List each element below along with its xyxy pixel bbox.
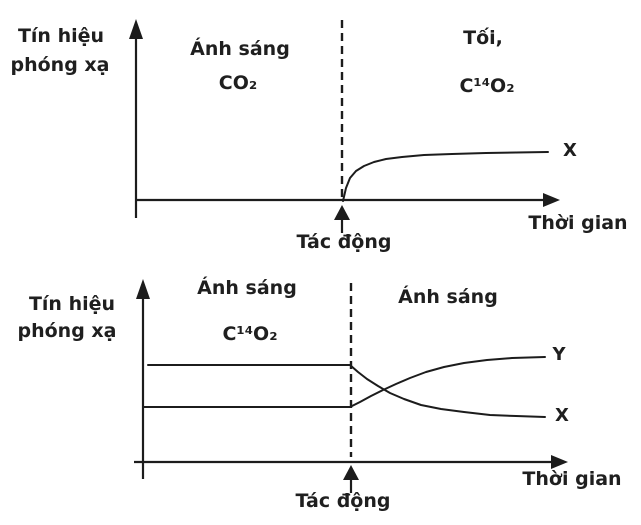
bottom-y-axis-label-line2: phóng xạ (17, 320, 117, 342)
bottom-region-light1-label: Ánh sáng (197, 277, 297, 299)
top-x-axis-arrowhead-icon (543, 193, 560, 207)
top-region-co2-label: CO₂ (218, 72, 258, 94)
bottom-region-c14o2-label: C¹⁴O₂ (222, 323, 278, 345)
top-y-axis-label-line1: Tín hiệu (17, 25, 105, 47)
top-series-x-curve (342, 151, 549, 202)
top-region-dark-label: Tối, (463, 27, 503, 49)
top-series-x-label: X (563, 140, 577, 161)
bottom-y-axis-label-line1: Tín hiệu (28, 293, 116, 315)
top-event-up-arrow-icon (334, 205, 350, 220)
bottom-series-x-curve (147, 364, 546, 418)
bottom-series-x-label: X (555, 405, 569, 426)
bottom-event-up-arrow-icon (343, 465, 359, 480)
bottom-x-axis-arrowhead-icon (551, 455, 568, 469)
bottom-y-axis-arrowhead-icon (136, 279, 150, 299)
bottom-series-y-curve (142, 356, 546, 408)
top-region-c14o2-label: C¹⁴O₂ (459, 75, 515, 97)
bottom-x-axis-label: Thời gian (522, 468, 622, 490)
top-region-light-label: Ánh sáng (190, 38, 290, 60)
top-event-label: Tác động (296, 231, 392, 253)
bottom-event-label: Tác động (295, 490, 391, 512)
top-chart (129, 19, 560, 233)
bottom-chart (134, 279, 568, 493)
bottom-series-y-label: Y (552, 344, 566, 365)
bottom-region-light2-label: Ánh sáng (398, 286, 498, 308)
top-y-axis-arrowhead-icon (129, 19, 143, 39)
top-x-axis-label: Thời gian (528, 212, 628, 234)
top-y-axis-label-line2: phóng xạ (10, 54, 110, 76)
